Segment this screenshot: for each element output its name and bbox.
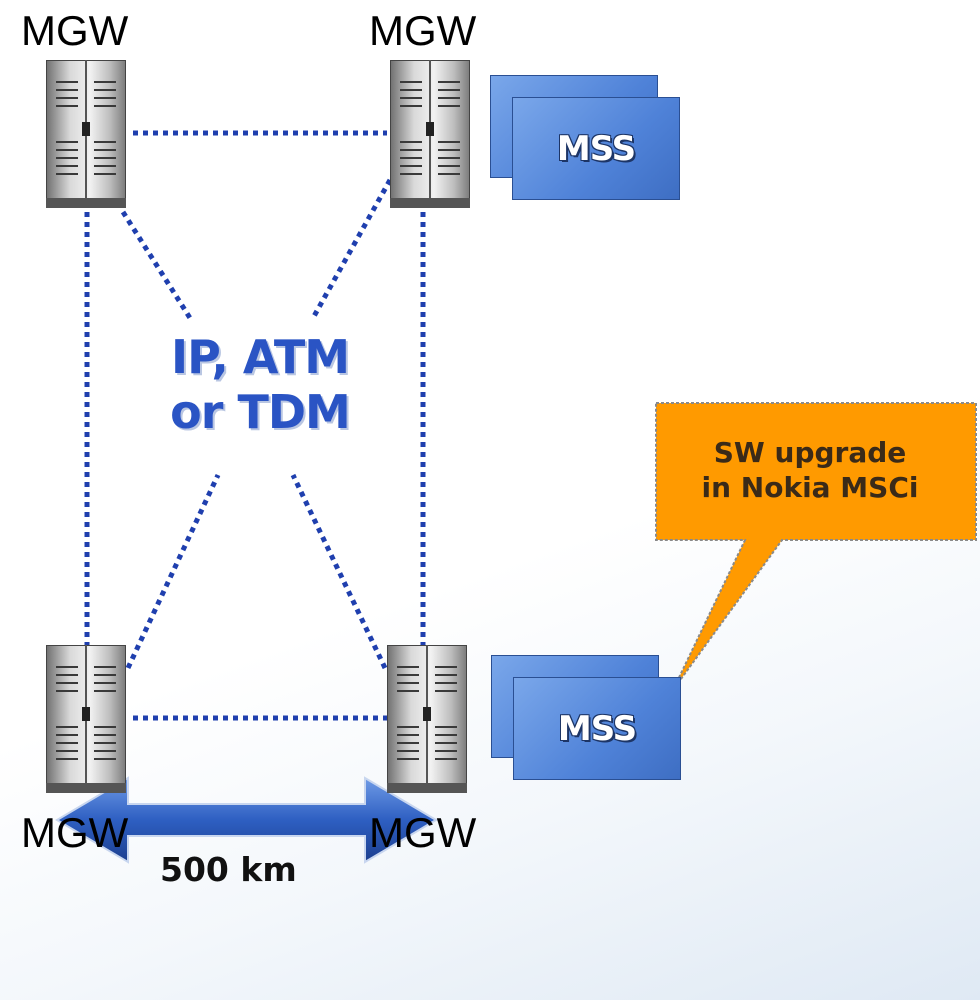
callout-label: SW upgrade in Nokia MSCi [665,435,955,505]
mgw-label-bottom-right: MGW [369,809,477,856]
server-rack-icon [46,645,126,793]
distance-label: 500 km [160,850,297,889]
mss-label-bottom: MSS [557,708,637,749]
mss-node-top: MSS [490,75,680,200]
server-rack-icon [46,60,126,208]
mss-card-front: MSS [512,97,680,200]
callout-line-1: SW upgrade [713,436,907,469]
callout-line-2: in Nokia MSCi [701,471,919,504]
mss-node-bottom: MSS [491,655,681,780]
callout-bubble [655,402,977,691]
link-diag-br-center [290,473,388,670]
link-diag-tl-center [120,210,193,320]
network-line-1: IP, ATM [170,330,350,384]
network-line-2: or TDM [170,385,351,440]
distance-arrow [55,776,438,864]
server-rack-icon [387,645,467,793]
server-rack-icon [390,60,470,208]
mss-label-top: MSS [556,128,636,169]
mgw-label-top-right: MGW [369,7,477,54]
link-diag-tr-center [310,178,393,320]
network-type-label: IP, ATM or TDM [120,330,400,440]
mgw-label-top-left: MGW [21,7,129,54]
mgw-label-bottom-left: MGW [21,809,129,856]
mss-card-front: MSS [513,677,681,780]
link-diag-bl-center [125,473,221,670]
